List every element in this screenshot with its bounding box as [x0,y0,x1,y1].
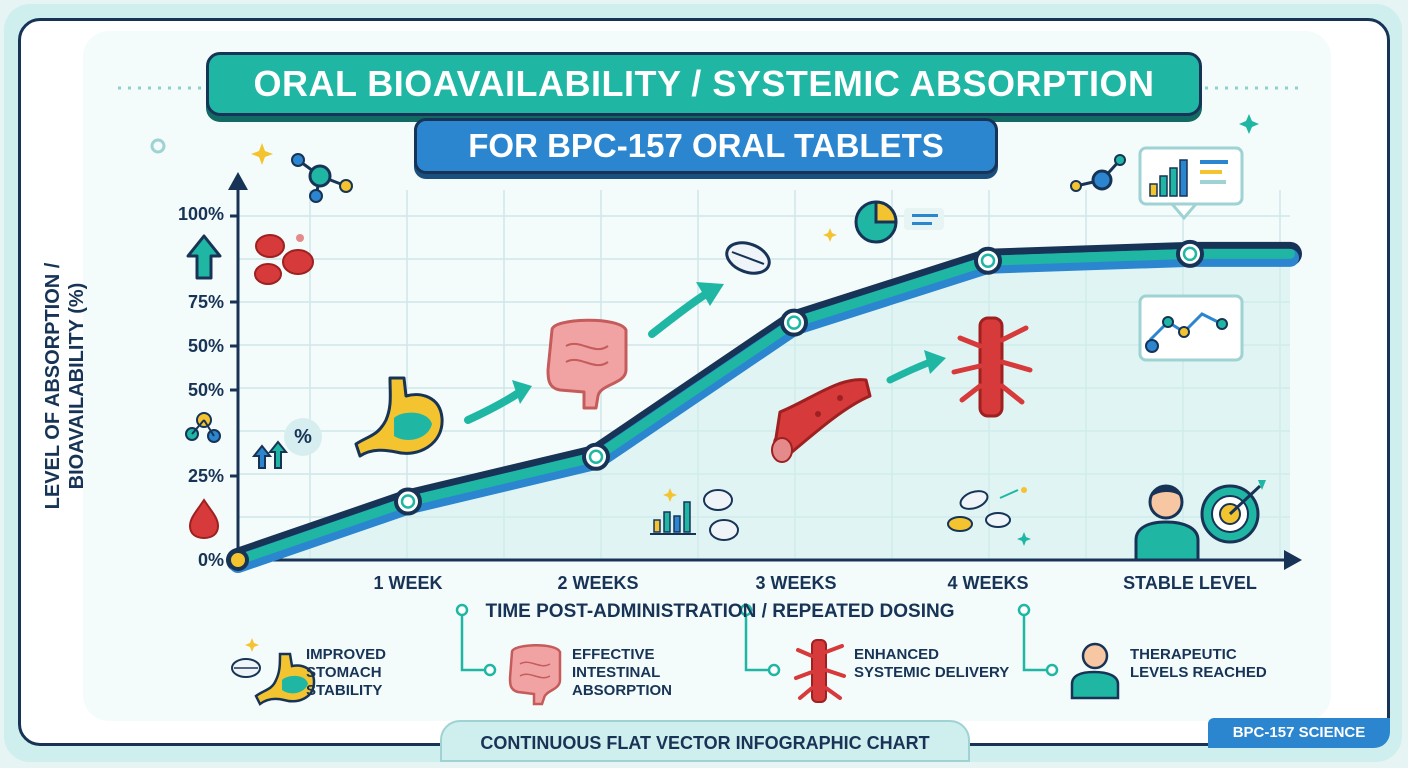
sparkle-icon [251,143,273,165]
legend-item-therapeutic: THERAPEUTIC LEVELS REACHED [1130,646,1267,682]
legend-text-line: ABSORPTION [572,682,673,699]
pills-icon [703,489,739,541]
up-arrow-icon [186,234,222,280]
person-icon [1134,484,1200,562]
legend-item-stomach: IMPROVED STOMACH STABILITY [306,646,386,700]
legend-connector-dots [455,603,1059,677]
sparkle-icon [823,228,837,242]
bar-chart-icon [650,488,696,535]
pill-icon [231,658,261,678]
molecule-icon [1070,154,1126,192]
arrow-icon [464,380,532,424]
bar-chart-card-icon [1138,146,1244,221]
y-axis [228,172,248,558]
blood-vessel-icon [771,378,872,463]
legend-text-line: ENHANCED [854,646,940,663]
y-tick-label: 75% [187,292,224,312]
person-icon [1070,642,1120,700]
intestine-icon [546,318,628,410]
data-point [394,487,422,516]
legend-text-line: SYSTEMIC DELIVERY [854,664,1010,681]
pills-scatter-icon [947,487,1031,546]
y-axis-label-line-1: LEVEL OF ABSORPTION / [42,262,64,510]
stomach-icon [354,376,444,458]
legend-text-line: THERAPEUTIC [1130,646,1237,663]
brand-badge: BPC-157 SCIENCE [1208,718,1390,748]
x-axis [238,550,1302,570]
percent-badge: % [284,418,322,456]
legend-text-line: STOMACH [306,664,382,681]
legend-text-line: INTESTINAL [572,664,661,681]
data-point-ring [400,494,416,509]
data-point [227,549,249,571]
ring-icon [150,138,166,154]
stomach-icon [254,652,316,706]
chart-title: ORAL BIOAVAILABILITY / SYSTEMIC ABSORPTI… [206,52,1202,116]
y-tick-label: 0% [197,550,224,570]
pill-icon [725,241,771,275]
legend-item-intestine: EFFECTIVE INTESTINAL ABSORPTION [572,646,672,700]
legend-text-line: LEVELS REACHED [1130,664,1267,681]
y-tick-label: 50% [187,380,224,400]
sparkle-icon [245,638,259,652]
network-card-icon [1138,294,1244,362]
y-axis-label-line-2: BIOAVAILABILITY (%) [66,282,88,490]
arrow-icon [648,282,724,338]
data-point-ring [786,315,802,330]
y-tick-label: 100% [177,204,224,224]
arrow-icon [886,350,946,384]
data-point-ring [588,449,604,465]
sparkle-icon [1239,114,1259,134]
x-tick-label: 4 WEEKS [947,573,1029,593]
y-axis-ticks [230,214,238,478]
x-tick-label: STABLE LEVEL [1123,573,1257,593]
blood-drop-icon [188,498,220,540]
footer-caption: CONTINUOUS FLAT VECTOR INFOGRAPHIC CHART [440,720,970,762]
data-point [582,442,610,471]
legend-text-line: EFFECTIVE [572,646,655,663]
target-icon [1200,480,1266,544]
data-point [780,308,808,337]
molecule-icon [291,153,353,203]
y-tick-label: 25% [187,466,224,486]
double-up-arrow-icon [251,440,289,469]
legend-item-systemic: ENHANCED SYSTEMIC DELIVERY [854,646,1009,682]
legend-text-line: IMPROVED [306,646,387,663]
molecule-ring-icon [185,412,221,443]
data-point-ring [980,253,996,268]
data-point [1176,239,1204,268]
data-point-ring [1182,246,1198,262]
pie-chart-icon [854,200,944,244]
x-tick-label: 1 WEEK [373,573,443,593]
legend-connectors [460,612,1052,672]
intestine-icon [508,644,562,706]
legend-text-line: STABILITY [306,682,383,699]
x-tick-label: 3 WEEKS [755,573,837,593]
x-tick-label: 2 WEEKS [557,573,639,593]
red-blood-cells-icon [254,234,314,285]
artery-branches-icon [951,316,1033,418]
data-points [227,239,1204,571]
x-axis-label: TIME POST-ADMINISTRATION / REPEATED DOSI… [485,601,955,622]
y-tick-label: 50% [187,336,224,356]
data-point [974,246,1002,275]
y-axis-label: LEVEL OF ABSORPTION / BIOAVAILABILITY (%… [41,236,89,536]
blood-vessel-icon [794,639,846,703]
chart-subtitle: FOR BPC-157 ORAL TABLETS [414,118,998,174]
